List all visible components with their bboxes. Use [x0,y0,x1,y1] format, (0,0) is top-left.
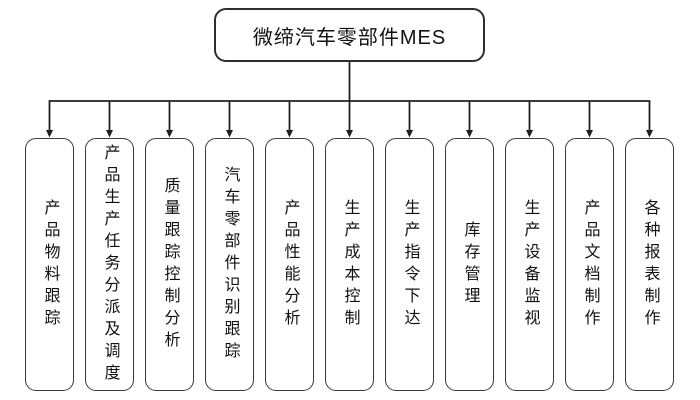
node-label: 产品物料跟踪 [41,198,59,331]
node-label: 产品性能分析 [281,198,299,331]
node-label: 产品文档制作 [581,198,599,331]
node-report-creation: 各种报表制作 [625,138,674,391]
node-parts-id-tracking: 汽车零部件识别跟踪 [205,138,254,391]
node-label: 产品生产任务分派及调度 [101,143,119,386]
node-material-tracking: 产品物料跟踪 [25,138,74,391]
node-root: 微缔汽车零部件MES [214,8,485,62]
node-equipment-monitoring: 生产设备监视 [505,138,554,391]
node-task-dispatch-scheduling: 产品生产任务分派及调度 [85,138,134,391]
node-document-creation: 产品文档制作 [565,138,614,391]
node-label: 各种报表制作 [641,198,659,331]
node-label: 生产设备监视 [521,198,539,331]
node-root-label: 微缔汽车零部件MES [252,26,447,49]
node-label: 汽车零部件识别跟踪 [221,165,239,364]
node-cost-control: 生产成本控制 [325,138,374,391]
node-inventory-management: 库存管理 [445,138,494,391]
node-instruction-issue: 生产指令下达 [385,138,434,391]
node-label: 生产指令下达 [401,198,419,331]
node-label: 质量跟踪控制分析 [161,176,179,353]
node-label: 生产成本控制 [341,198,359,331]
node-performance-analysis: 产品性能分析 [265,138,314,391]
arrowheads [46,130,653,138]
node-quality-tracking-analysis: 质量跟踪控制分析 [145,138,194,391]
node-label: 库存管理 [461,220,479,309]
